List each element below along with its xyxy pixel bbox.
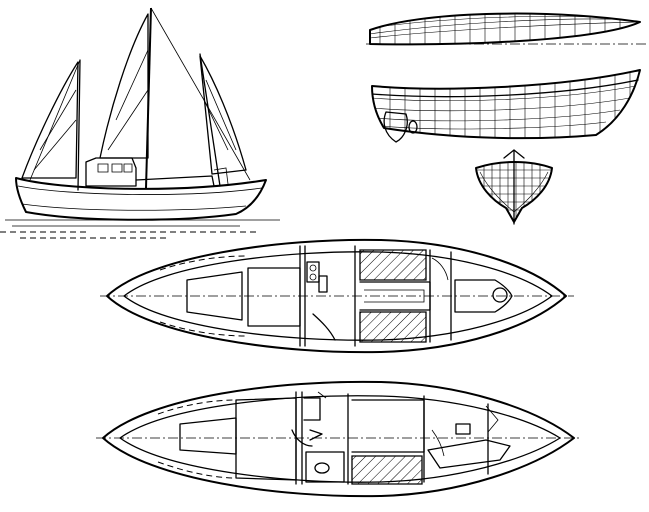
hull-lines-profile xyxy=(372,60,640,150)
berth-upper-starboard xyxy=(360,312,426,342)
companionway-lower xyxy=(292,392,326,446)
saloon-table-upper xyxy=(360,282,430,310)
deckhouse xyxy=(86,158,228,186)
forecabin-lower xyxy=(428,406,510,468)
sail-plan-profile xyxy=(0,8,280,238)
berth-lower xyxy=(352,456,422,484)
hull-body-section xyxy=(476,150,552,224)
hull-profile xyxy=(16,178,266,220)
cockpit-lower xyxy=(158,398,296,480)
water-lines xyxy=(0,220,280,238)
accommodation-plan-lower xyxy=(96,382,580,496)
sails xyxy=(22,14,246,178)
forecabin-upper xyxy=(432,258,512,312)
hull-lines-plan xyxy=(366,0,646,60)
berth-upper-port xyxy=(360,250,426,280)
galley-upper xyxy=(307,262,335,340)
masts xyxy=(30,8,250,190)
saloon-table-lower xyxy=(352,400,444,456)
keel-and-rudder xyxy=(384,112,417,142)
accommodation-plan-upper xyxy=(100,240,574,352)
heads-lower xyxy=(306,452,344,482)
